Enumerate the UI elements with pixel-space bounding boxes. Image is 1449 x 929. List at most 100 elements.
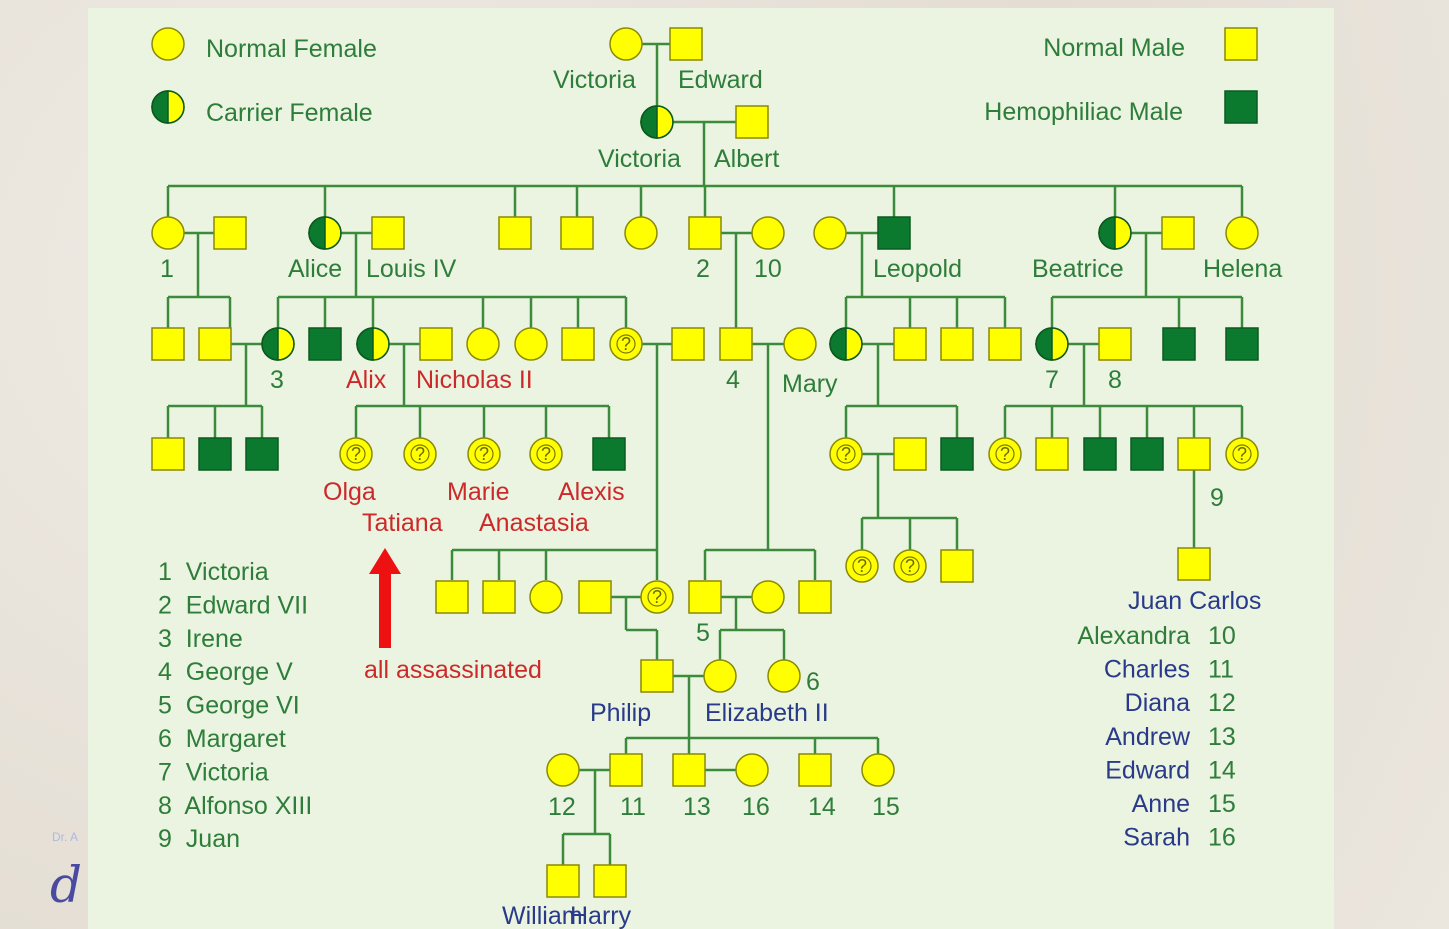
name-olga-label: Olga — [323, 478, 376, 506]
normal-female-symbol — [466, 327, 500, 361]
name-nicholas-label: Nicholas II — [416, 366, 533, 394]
hemophiliac-male-symbol — [592, 437, 626, 471]
name-alexis-label: Alexis — [558, 478, 625, 506]
key-left-entry: 8 Alfonso XIII — [158, 792, 312, 820]
unknown-female-symbol: ? — [467, 437, 501, 471]
key-right-name: Anne — [1132, 790, 1190, 818]
normal-male-symbol — [609, 753, 643, 787]
legend-normal-male-symbol — [1224, 27, 1258, 61]
assassinated-note: all assassinated — [364, 656, 542, 684]
normal-male-symbol — [669, 27, 703, 61]
name-albert-label: Albert — [714, 145, 779, 173]
svg-text:?: ? — [351, 444, 361, 464]
name-marie-label: Marie — [447, 478, 510, 506]
normal-female-symbol — [751, 580, 785, 614]
normal-female-symbol — [609, 27, 643, 61]
svg-text:?: ? — [652, 587, 662, 607]
unknown-female-symbol: ? — [1225, 437, 1259, 471]
unknown-female-symbol: ? — [529, 437, 563, 471]
normal-female-symbol — [1225, 216, 1259, 250]
number-label: 13 — [683, 793, 711, 821]
normal-male-symbol — [672, 753, 706, 787]
name-alice-label: Alice — [288, 255, 342, 283]
carrier-female-symbol — [1098, 216, 1132, 250]
logo-icon: d — [50, 856, 83, 914]
name-william-label: William — [502, 902, 583, 929]
hemophiliac-male-symbol — [1162, 327, 1196, 361]
svg-text:?: ? — [1000, 444, 1010, 464]
key-right-number: 15 — [1208, 790, 1236, 818]
legend-normal-male-label: Normal Male — [1043, 34, 1185, 62]
unknown-female-symbol: ? — [845, 549, 879, 583]
name-edward-label: Edward — [678, 66, 763, 94]
normal-male-symbol — [498, 216, 532, 250]
svg-text:?: ? — [415, 444, 425, 464]
legend-carrier-female-symbol — [151, 90, 185, 124]
normal-male-symbol — [893, 437, 927, 471]
name-beatrice-label: Beatrice — [1032, 255, 1124, 283]
unknown-female-symbol: ? — [339, 437, 373, 471]
number-label: 12 — [548, 793, 576, 821]
normal-male-symbol — [798, 753, 832, 787]
hemophiliac-male-symbol — [940, 437, 974, 471]
name-victoria-label: Victoria — [553, 66, 636, 94]
legend-normal-female-label: Normal Female — [206, 35, 377, 63]
normal-male-symbol — [798, 580, 832, 614]
normal-male-symbol — [671, 327, 705, 361]
unknown-female-symbol: ? — [893, 549, 927, 583]
normal-male-symbol — [688, 580, 722, 614]
name-alix-label: Alix — [346, 366, 387, 394]
key-right-number: 14 — [1208, 756, 1236, 784]
legend-hemophiliac-male-label: Hemophiliac Male — [984, 98, 1183, 126]
normal-male-symbol — [419, 327, 453, 361]
normal-male-symbol — [1035, 437, 1069, 471]
svg-text:?: ? — [621, 334, 631, 354]
number-label: 14 — [808, 793, 836, 821]
arrow-up-icon — [369, 548, 401, 648]
key-left-entry: 2 Edward VII — [158, 591, 308, 619]
svg-text:?: ? — [905, 556, 915, 576]
normal-male-symbol — [546, 864, 580, 898]
normal-male-symbol — [560, 216, 594, 250]
normal-male-symbol — [719, 327, 753, 361]
normal-female-symbol — [751, 216, 785, 250]
hemophiliac-male-symbol — [877, 216, 911, 250]
normal-female-symbol — [151, 216, 185, 250]
normal-male-symbol — [1098, 327, 1132, 361]
key-right-name: Edward — [1105, 756, 1190, 784]
svg-text:?: ? — [1237, 444, 1247, 464]
normal-male-symbol — [371, 216, 405, 250]
name-mary-label: Mary — [782, 370, 838, 398]
hemophiliac-male-symbol — [198, 437, 232, 471]
key-left-entry: 7 Victoria — [158, 758, 269, 786]
normal-male-symbol — [735, 105, 769, 139]
normal-female-symbol — [624, 216, 658, 250]
normal-male-symbol — [940, 549, 974, 583]
normal-male-symbol — [198, 327, 232, 361]
number-label: 7 — [1045, 366, 1059, 394]
number-label: 3 — [270, 366, 284, 394]
normal-male-symbol — [593, 864, 627, 898]
svg-text:?: ? — [479, 444, 489, 464]
key-right-name: Andrew — [1105, 723, 1191, 751]
svg-text:?: ? — [841, 444, 851, 464]
site-link[interactable]: Dr. A — [52, 830, 79, 844]
normal-male-symbol — [578, 580, 612, 614]
key-right-number: 11 — [1208, 656, 1234, 684]
normal-male-symbol — [151, 437, 185, 471]
name-philip-label: Philip — [590, 699, 651, 727]
key-left-entry: 1 Victoria — [158, 558, 269, 586]
normal-male-symbol — [688, 216, 722, 250]
svg-text:?: ? — [541, 444, 551, 464]
unknown-female-symbol: ? — [609, 327, 643, 361]
number-label: 9 — [1210, 484, 1224, 512]
normal-male-symbol — [640, 659, 674, 693]
number-label: 4 — [726, 366, 740, 394]
key-right-number: 10 — [1208, 622, 1236, 650]
carrier-female-symbol — [308, 216, 342, 250]
normal-male-symbol — [940, 327, 974, 361]
normal-male-symbol — [1177, 437, 1211, 471]
carrier-female-symbol — [1035, 327, 1069, 361]
key-right-number: 12 — [1208, 689, 1236, 717]
key-right-name: Sarah — [1123, 824, 1190, 852]
